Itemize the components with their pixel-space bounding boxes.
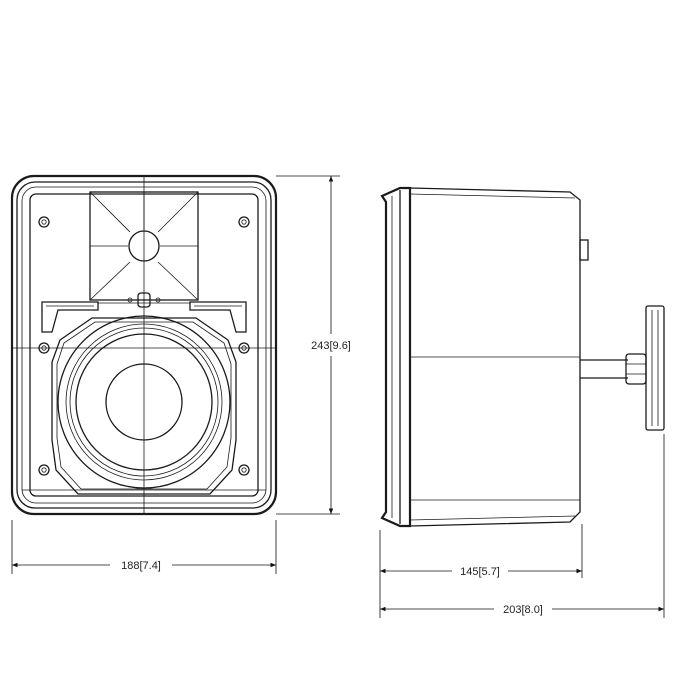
side-grille-face bbox=[380, 186, 412, 528]
side-depth-label: 145[5.7] bbox=[460, 566, 500, 578]
rear-tab bbox=[579, 239, 589, 261]
screw-mid-right bbox=[238, 342, 250, 354]
screw-bottom-left bbox=[38, 464, 50, 476]
mount-nut bbox=[625, 353, 647, 385]
side-cabinet-body bbox=[409, 187, 581, 527]
screw-top-right bbox=[238, 216, 250, 228]
right-port-bracket bbox=[189, 301, 247, 333]
woofer-cone bbox=[75, 333, 213, 471]
overall-depth-label: 203[8.0] bbox=[503, 604, 543, 616]
left-port-bracket bbox=[41, 301, 99, 333]
woofer-surround bbox=[65, 323, 223, 481]
wall-plate bbox=[645, 305, 665, 431]
screw-top-left bbox=[38, 216, 50, 228]
front-width-label: 188[7.4] bbox=[121, 560, 161, 572]
woofer-dust-cap bbox=[105, 363, 183, 441]
dimension-lines bbox=[11, 175, 665, 618]
logo-badge bbox=[98, 292, 190, 308]
screw-mid-left bbox=[38, 342, 50, 354]
woofer-outer-ring bbox=[57, 315, 231, 489]
side-view bbox=[380, 186, 665, 528]
woofer-frame bbox=[51, 317, 237, 495]
front-view bbox=[10, 174, 278, 516]
front-height-label: 243[9.6] bbox=[311, 340, 351, 352]
tweeter-dome bbox=[128, 230, 160, 262]
tweeter-horn bbox=[89, 191, 199, 301]
screw-bottom-right bbox=[238, 464, 250, 476]
